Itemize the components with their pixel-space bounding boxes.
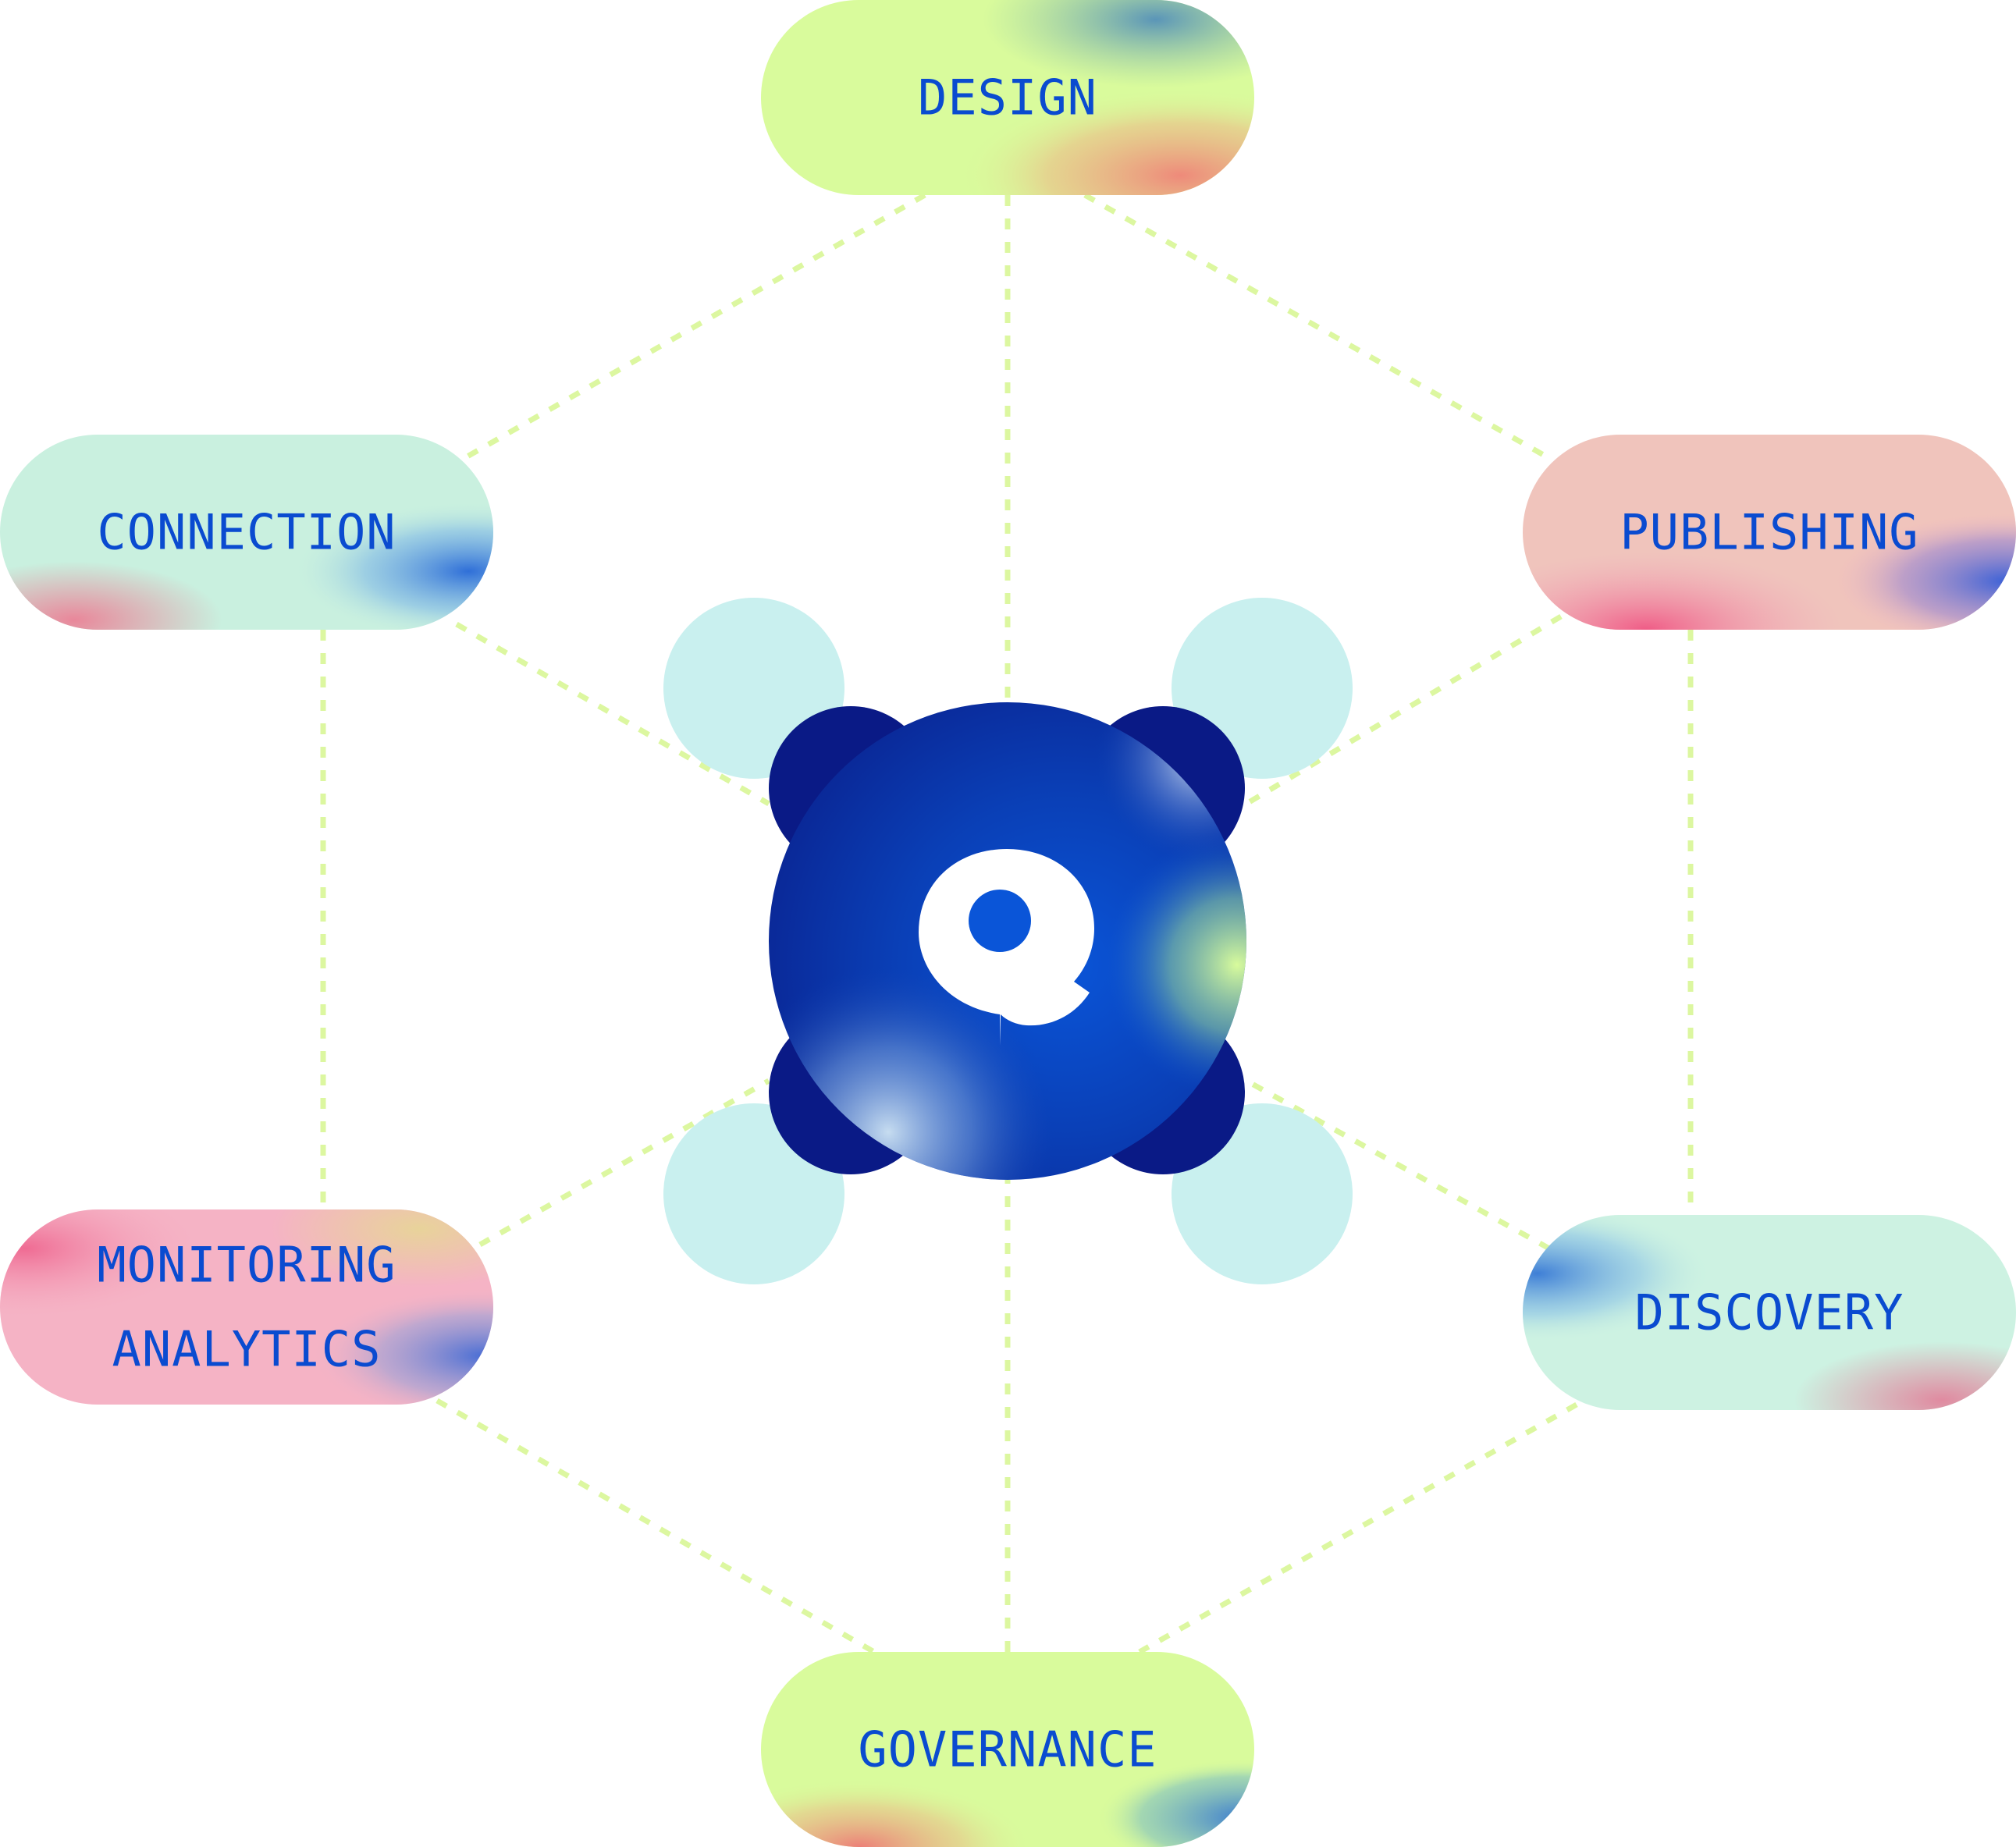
node-label: DESIGN [918, 69, 1097, 126]
node-connection: CONNECTION [0, 435, 493, 630]
connector-line [1245, 1078, 1551, 1252]
connector-line [1245, 613, 1563, 807]
node-discovery: DISCOVERY [1523, 1215, 2016, 1410]
connector-line [436, 1398, 876, 1655]
q-logo-icon [919, 849, 1094, 1046]
connector-line [478, 1078, 770, 1248]
center-hub [769, 702, 1246, 1180]
node-design: DESIGN [761, 0, 1254, 195]
connector-line [459, 192, 926, 464]
node-label: MONITORING [97, 1237, 396, 1294]
connector-line [1083, 192, 1555, 464]
node-label: DISCOVERY [1635, 1284, 1904, 1341]
node-monitoring-analytics: MONITORING ANALYTICS [0, 1209, 493, 1405]
node-label: ANALYTICS [112, 1321, 382, 1378]
connector-lines [320, 192, 1694, 1655]
node-governance: GOVERNANCE [761, 1652, 1254, 1847]
node-publishing: PUBLISHING [1523, 435, 2016, 630]
connector-line [1138, 1401, 1578, 1655]
node-label: PUBLISHING [1620, 504, 1918, 561]
node-label: CONNECTION [97, 504, 396, 561]
node-label: GOVERNANCE [858, 1721, 1157, 1778]
